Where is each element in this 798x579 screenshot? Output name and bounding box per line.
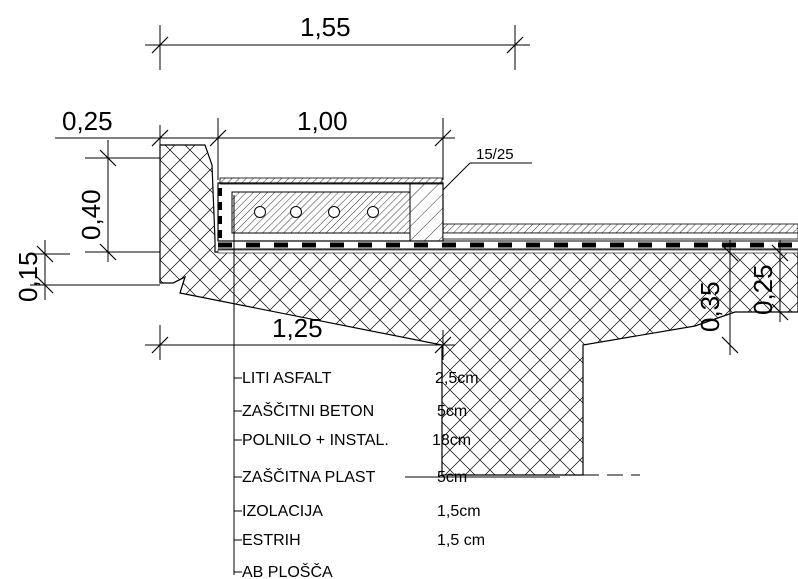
layer-name: IZOLACIJA [242, 503, 323, 520]
dim-label-walkway-width: 1,00 [297, 106, 348, 136]
layer-row: LITI ASFALT 2,5cm [234, 370, 479, 387]
dim-height-total [85, 140, 160, 262]
installation-pipe [290, 206, 302, 218]
layer-name: LITI ASFALT [242, 370, 332, 387]
dim-slab-thickness [771, 240, 789, 322]
layer-thickness: 18cm [432, 432, 471, 449]
layer-name: ZAŠČITNI BETON [242, 401, 374, 420]
installation-pipe [254, 206, 266, 218]
road-layers [217, 223, 798, 254]
layer-thickness: 2,5cm [435, 370, 479, 387]
dim-label-slab-depth: 0,35 [695, 281, 725, 332]
dim-walkway [55, 118, 455, 180]
dim-label-cantilever: 0,25 [62, 106, 113, 136]
layer-row: ZAŠČITNA PLAST 5cm [234, 467, 560, 486]
dim-label-slab-thickness: 0,25 [748, 264, 778, 315]
layer-row: ZAŠČITNI BETON 5cm [234, 401, 467, 420]
dim-bottom-width [145, 325, 455, 360]
curb-leader [442, 162, 532, 191]
installation-pipe [367, 206, 379, 218]
dim-label-bottom-width: 1,25 [272, 313, 323, 343]
layer-row: ESTRIH 1,5 cm [234, 532, 485, 549]
layer-legend: LITI ASFALT 2,5cm ZAŠČITNI BETON 5cm POL… [234, 370, 560, 579]
dim-label-edge-height: 0,15 [13, 251, 43, 302]
installation-pipe [328, 206, 340, 218]
layer-row: IZOLACIJA 1,5cm [234, 503, 481, 520]
layer-row: AB PLOŠČA [234, 562, 333, 579]
layer-thickness: 1,5cm [437, 503, 481, 520]
dim-label-top-width: 1,55 [300, 12, 351, 42]
layer-name: ZAŠČITNA PLAST [242, 467, 376, 486]
dim-top-width [145, 25, 530, 70]
layer-name: POLNILO + INSTAL. [242, 432, 389, 449]
walkway-filling-block [217, 177, 444, 242]
dim-label-height-total: 0,40 [76, 189, 106, 240]
layer-name: ESTRIH [242, 532, 301, 549]
dim-edge-height [30, 240, 160, 300]
dim-label-curb: 15/25 [476, 146, 514, 163]
concrete-deck-body [159, 144, 798, 476]
layer-thickness: 5cm [437, 403, 467, 420]
layer-name: AB PLOŠČA [242, 562, 333, 579]
dim-slab-depth [721, 240, 739, 355]
layer-thickness: 1,5 cm [437, 532, 485, 549]
layer-row: POLNILO + INSTAL. 18cm [234, 432, 471, 449]
layer-thickness: 5cm [437, 469, 467, 486]
